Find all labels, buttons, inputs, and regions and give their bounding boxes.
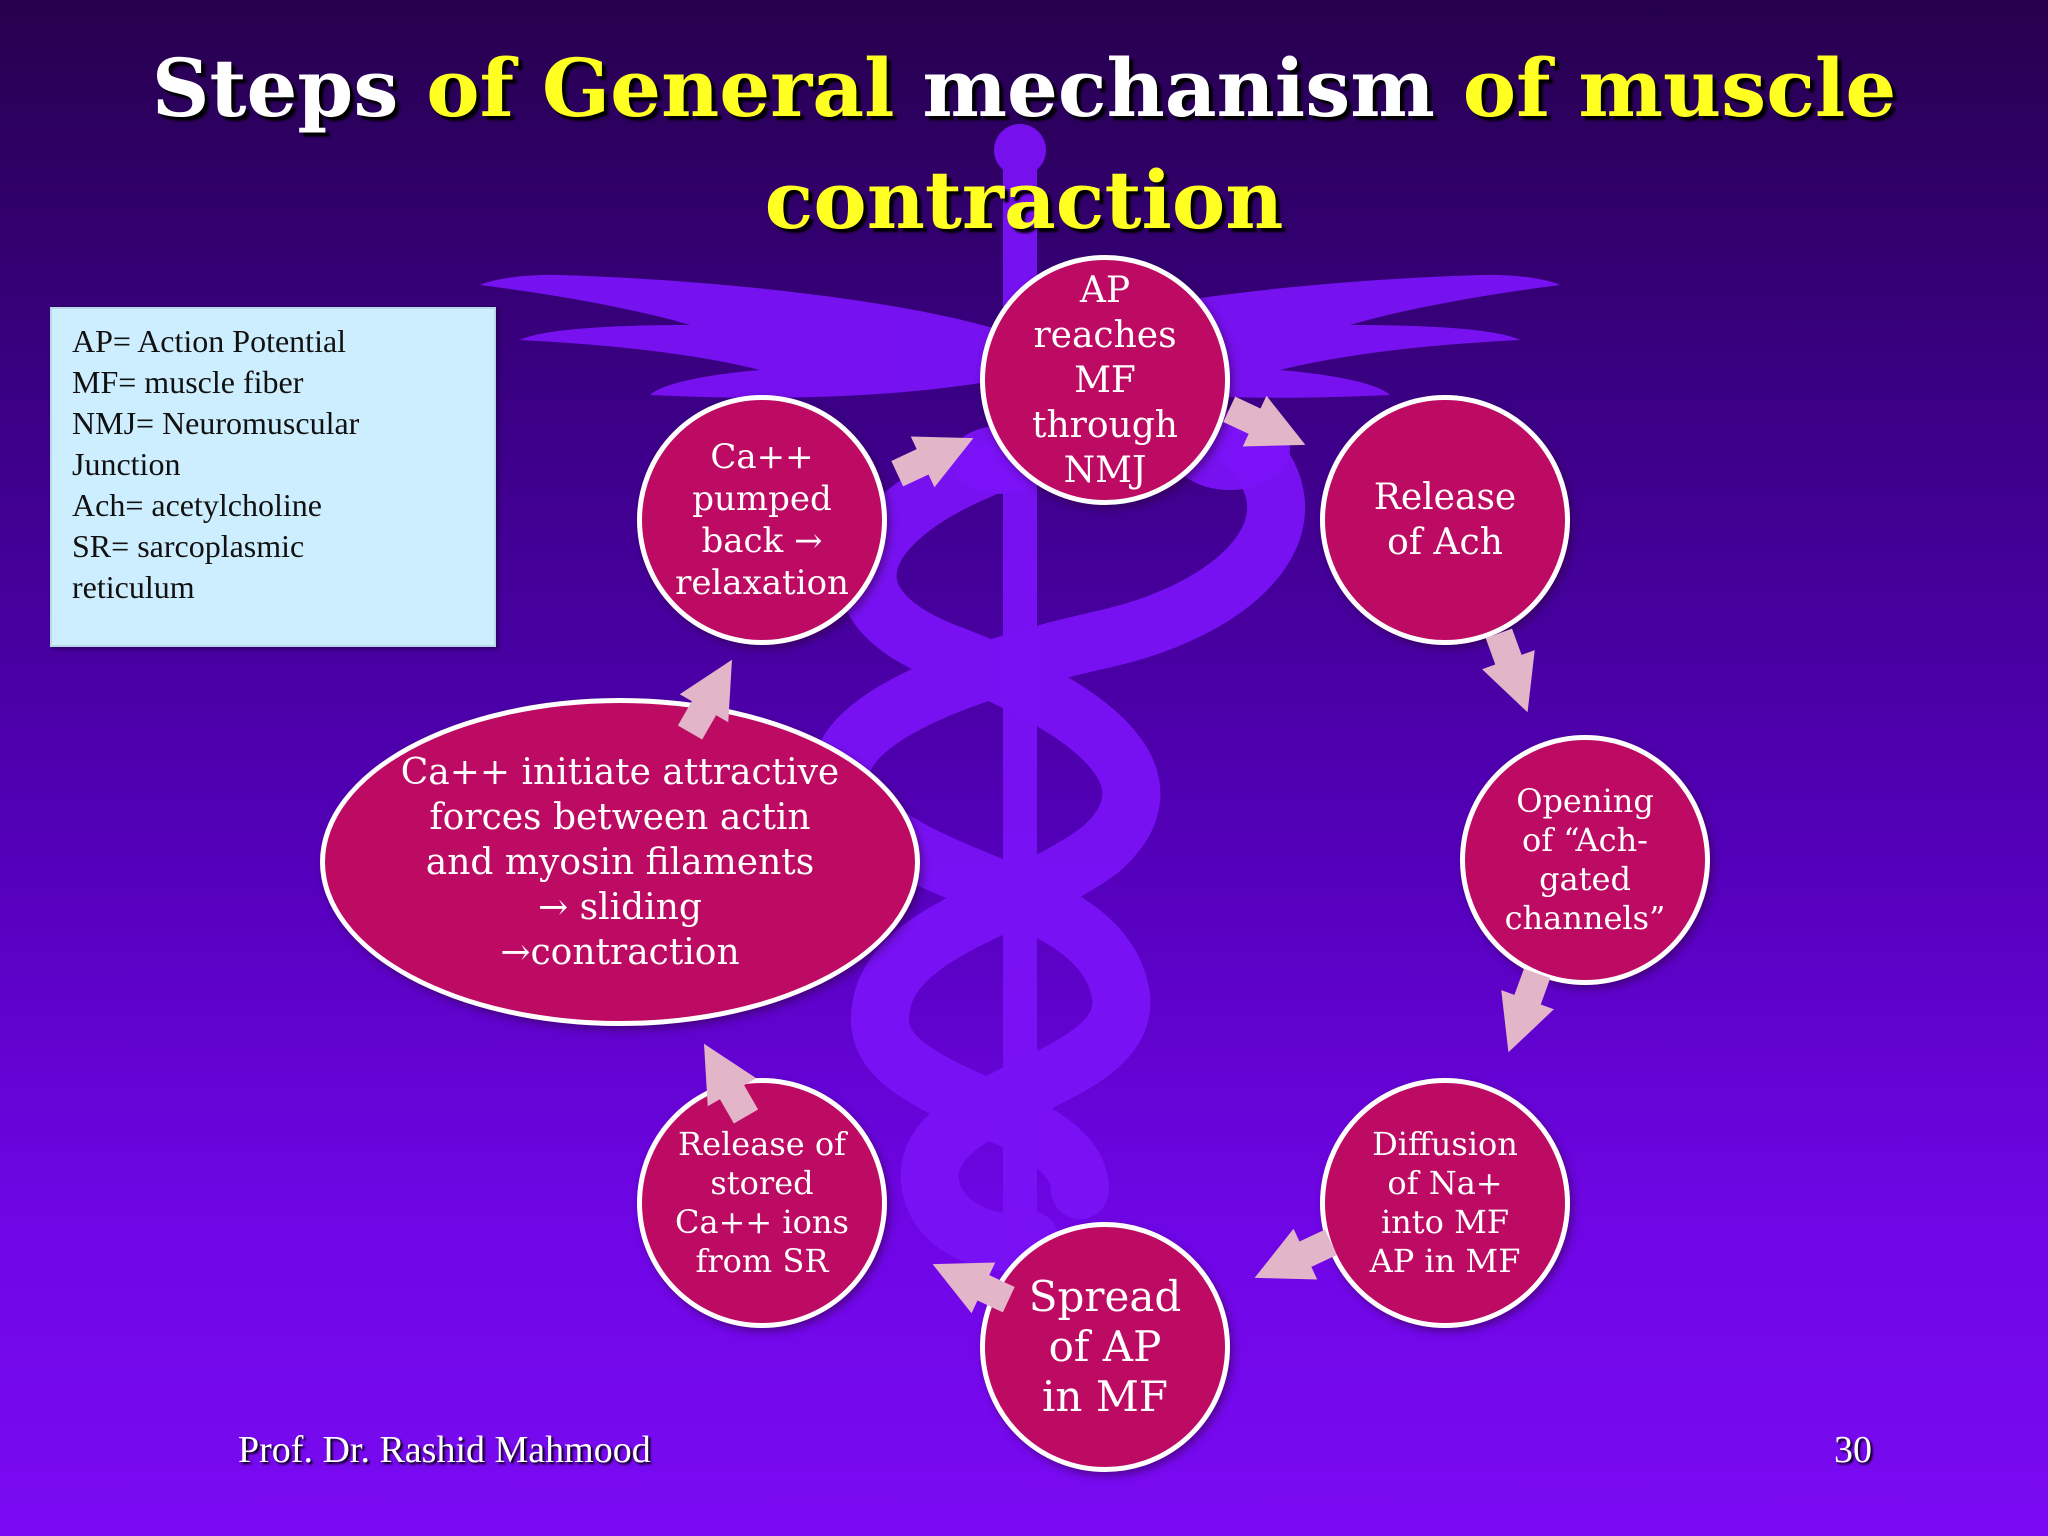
step-ap-reaches-mf: AP reaches MF through NMJ: [980, 255, 1230, 505]
title-part-contraction: contraction: [764, 153, 1284, 247]
node-line: Diffusion: [1372, 1125, 1518, 1163]
node-line: AP: [1079, 269, 1131, 311]
node-line: MF: [1074, 359, 1136, 401]
step-opening-ach-gated-channels: Opening of “Ach- gated channels”: [1460, 735, 1710, 985]
node-line: reaches: [1033, 314, 1177, 356]
node-line: channels”: [1504, 899, 1666, 937]
legend-line: Junction: [72, 446, 181, 482]
step-diffusion-of-na: Diffusion of Na+ into MF AP in MF: [1320, 1078, 1570, 1328]
step-spread-of-ap: Spread of AP in MF: [980, 1222, 1230, 1472]
title-part-of-muscle: of muscle: [1462, 41, 1897, 135]
slide-title: Steps of General mechanism of muscle con…: [0, 32, 2048, 256]
node-line: from SR: [695, 1242, 829, 1280]
node-line: and myosin filaments: [425, 841, 815, 883]
node-line: Ca++: [710, 437, 814, 477]
node-line: of “Ach-: [1522, 821, 1648, 859]
node-line: relaxation: [675, 563, 849, 603]
legend-line: MF= muscle fiber: [72, 364, 304, 400]
step-ca-pumped-back: Ca++ pumped back → relaxation: [637, 395, 887, 645]
node-line: of Na+: [1387, 1164, 1503, 1202]
node-line: →contraction: [500, 931, 740, 973]
node-line: NMJ: [1063, 449, 1147, 491]
node-line: of AP: [1048, 1322, 1162, 1371]
node-line: Ca++ initiate attractive: [400, 751, 840, 793]
node-line: pumped: [692, 479, 832, 519]
legend-line: AP= Action Potential: [72, 323, 347, 359]
step-release-of-stored-ca: Release of stored Ca++ ions from SR: [637, 1078, 887, 1328]
node-line: Spread: [1028, 1272, 1182, 1321]
node-line: Opening: [1516, 782, 1654, 820]
node-line: in MF: [1042, 1372, 1168, 1421]
step-ca-initiate-contraction: Ca++ initiate attractive forces between …: [320, 698, 920, 1026]
node-line: Release: [1373, 477, 1517, 518]
title-part-of-general: of General: [426, 41, 895, 135]
legend-line: NMJ= Neuromuscular: [72, 405, 360, 441]
abbreviation-legend: AP= Action Potential MF= muscle fiber NM…: [50, 307, 496, 647]
title-part-mechanism: mechanism: [922, 41, 1435, 135]
node-line: Ca++ ions: [675, 1203, 849, 1241]
title-part-steps: Steps: [151, 41, 399, 135]
legend-line: Ach= acetylcholine: [72, 487, 322, 523]
node-line: Release of: [678, 1125, 846, 1163]
node-line: AP in MF: [1369, 1242, 1521, 1280]
legend-line: SR= sarcoplasmic: [72, 528, 305, 564]
footer-author: Prof. Dr. Rashid Mahmood: [238, 1429, 651, 1471]
node-line: gated: [1539, 860, 1631, 898]
legend-line: reticulum: [72, 569, 195, 605]
node-line: through: [1032, 404, 1178, 446]
step-release-of-ach: Release of Ach: [1320, 395, 1570, 645]
node-line: into MF: [1380, 1203, 1510, 1241]
node-line: back →: [701, 521, 823, 561]
node-line: stored: [710, 1164, 814, 1202]
page-number: 30: [1834, 1429, 1872, 1471]
node-line: → sliding: [538, 886, 702, 928]
node-line: of Ach: [1387, 522, 1503, 563]
node-line: forces between actin: [429, 796, 811, 838]
